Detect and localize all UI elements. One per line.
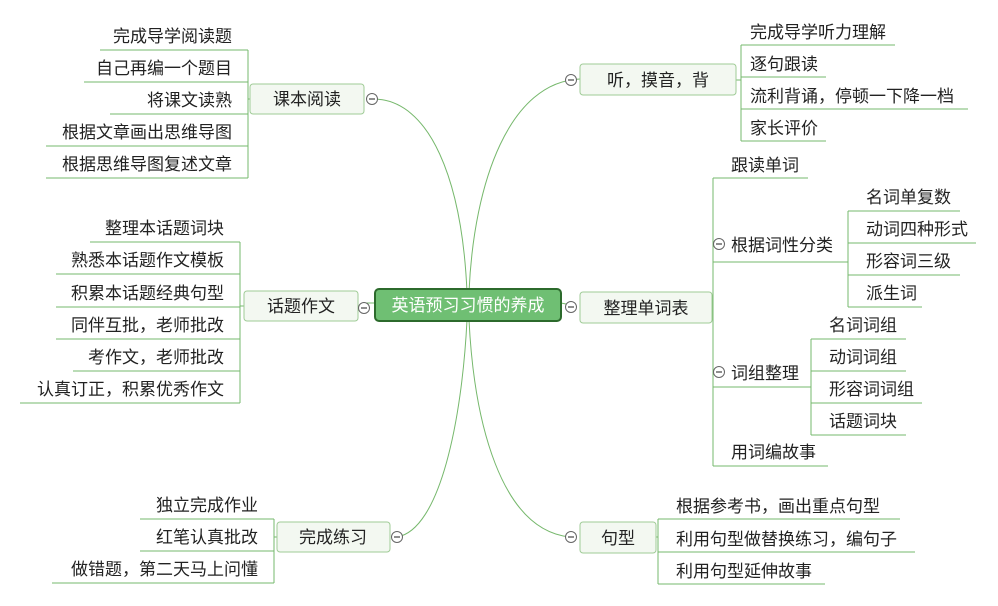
ting-subconnectors (736, 44, 968, 142)
juxing-item[interactable]: 利用句型延伸故事 (676, 562, 812, 582)
branch-juxing: 句型 根据参考书，画出重点句型 利用句型做替换练习，编句子 利用句型延伸故事 (565, 497, 915, 585)
branch-lianxi: 完成练习 独立完成作业 红笔认真批改 做错题，第二天马上问懂 (52, 496, 403, 584)
cizu-label[interactable]: 词组整理 (731, 364, 799, 384)
collapse-minus-icon[interactable] (366, 93, 378, 105)
kewen-item[interactable]: 完成导学阅读题 (113, 27, 232, 47)
lianxi-item[interactable]: 红笔认真批改 (156, 528, 258, 548)
ting-topic[interactable]: 听，摸音，背 (579, 63, 737, 96)
lianxi-item[interactable]: 做错题，第二天马上问懂 (71, 560, 258, 580)
juxing-topic[interactable]: 句型 (579, 521, 657, 554)
huati-item[interactable]: 熟悉本话题作文模板 (71, 250, 224, 271)
huati-item[interactable]: 整理本话题词块 (105, 219, 224, 239)
branch-danci: 整理单词表 跟读单词 根据词性分类 名词单复数 动词四种形式 形容词三级 派生词… (565, 156, 976, 467)
lianxi-item[interactable]: 独立完成作业 (156, 496, 258, 516)
kewen-item[interactable]: 将课文读熟 (147, 90, 232, 111)
lianxi-topic[interactable]: 完成练习 (276, 521, 391, 553)
cizu-item[interactable]: 动词词组 (829, 348, 897, 368)
ting-item[interactable]: 完成导学听力理解 (750, 23, 886, 43)
branch-huati: 话题作文 整理本话题词块 熟悉本话题作文模板 积累本话题经典句型 同伴互批，老师… (20, 219, 370, 404)
collapse-minus-icon[interactable] (565, 301, 577, 313)
huati-item[interactable]: 考作文，老师批改 (88, 348, 224, 368)
huati-item[interactable]: 认真订正，积累优秀作文 (37, 380, 224, 400)
ting-label: 听，摸音，背 (607, 71, 709, 91)
cizu-item[interactable]: 形容词词组 (829, 380, 914, 400)
ting-item[interactable]: 逐句跟读 (750, 55, 818, 75)
kewen-label: 课本阅读 (273, 90, 341, 110)
huati-subconnectors (20, 241, 244, 404)
main-connectors (366, 78, 581, 538)
ting-item[interactable]: 家长评价 (750, 119, 818, 139)
danci-subconnectors (712, 177, 976, 467)
collapse-minus-icon[interactable] (358, 302, 370, 314)
kewen-item[interactable]: 自己再编一个题目 (96, 59, 232, 79)
lianxi-label: 完成练习 (299, 528, 367, 548)
huati-topic[interactable]: 话题作文 (243, 290, 359, 322)
cizu-item[interactable]: 话题词块 (829, 412, 897, 432)
danci-follow[interactable]: 跟读单词 (731, 156, 799, 176)
danci-topic[interactable]: 整理单词表 (579, 291, 713, 324)
juxing-label: 句型 (601, 529, 635, 549)
juxing-item[interactable]: 利用句型做替换练习，编句子 (676, 530, 897, 550)
cixing-label[interactable]: 根据词性分类 (731, 236, 833, 256)
danci-story[interactable]: 用词编故事 (731, 443, 816, 463)
cixing-item[interactable]: 名词单复数 (866, 188, 951, 208)
kewen-topic[interactable]: 课本阅读 (249, 83, 365, 115)
collapse-minus-icon[interactable] (713, 366, 725, 378)
collapse-minus-icon[interactable] (565, 74, 577, 86)
collapse-minus-icon[interactable] (565, 531, 577, 543)
central-topic-label: 英语预习习惯的养成 (392, 296, 545, 316)
cixing-item[interactable]: 形容词三级 (866, 252, 951, 272)
danci-label: 整理单词表 (604, 299, 689, 319)
cixing-item[interactable]: 动词四种形式 (866, 220, 968, 240)
branch-ting: 听，摸音，背 完成导学听力理解 逐句跟读 流利背诵，停顿一下降一档 家长评价 (565, 23, 968, 142)
kewen-item[interactable]: 根据思维导图复述文章 (62, 155, 232, 175)
huati-label: 话题作文 (267, 297, 335, 317)
collapse-minus-icon[interactable] (391, 531, 403, 543)
kewen-item[interactable]: 根据文章画出思维导图 (62, 123, 232, 143)
huati-item[interactable]: 同伴互批，老师批改 (71, 316, 224, 336)
cixing-item[interactable]: 派生词 (866, 284, 917, 304)
cizu-item[interactable]: 名词词组 (829, 316, 897, 336)
huati-item[interactable]: 积累本话题经典句型 (71, 284, 224, 304)
branch-kewen: 课本阅读 完成导学阅读题 自己再编一个题目 将课文读熟 根据文章画出思维导图 根… (46, 27, 378, 179)
lianxi-subconnectors (52, 518, 277, 584)
ting-item[interactable]: 流利背诵，停顿一下降一档 (750, 87, 954, 107)
juxing-subconnectors (656, 518, 915, 585)
kewen-subconnectors (46, 49, 250, 179)
collapse-minus-icon[interactable] (713, 238, 725, 250)
central-topic[interactable]: 英语预习习惯的养成 (374, 288, 562, 322)
juxing-item[interactable]: 根据参考书，画出重点句型 (676, 497, 880, 517)
